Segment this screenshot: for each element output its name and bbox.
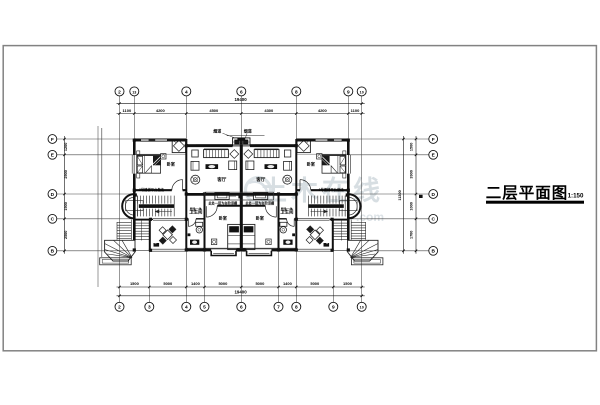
svg-text:13: 13 (132, 90, 136, 94)
svg-text:4500: 4500 (209, 108, 219, 113)
svg-text:1500: 1500 (343, 281, 353, 286)
svg-text:4: 4 (185, 305, 188, 311)
svg-text:D: D (51, 192, 55, 198)
svg-text:4300: 4300 (264, 108, 274, 113)
svg-text:盥洗一体: 盥洗一体 (190, 206, 203, 211)
svg-text:5: 5 (203, 305, 206, 311)
svg-text:6: 6 (240, 89, 243, 95)
svg-text:客厅: 客厅 (216, 176, 227, 183)
svg-text:6: 6 (240, 305, 243, 311)
svg-text:此处一层为台阶顶棚: 此处一层为台阶顶棚 (245, 200, 274, 205)
svg-text:9: 9 (332, 305, 335, 311)
svg-text:1900: 1900 (64, 202, 68, 210)
svg-text:1000: 1000 (410, 202, 414, 210)
svg-text:5000: 5000 (163, 281, 173, 286)
svg-text:4: 4 (185, 89, 188, 95)
svg-text:二层平面图: 二层平面图 (486, 184, 569, 202)
svg-text:1500: 1500 (130, 281, 140, 286)
svg-text:此处一层为台阶顶棚: 此处一层为台阶顶棚 (208, 200, 237, 205)
svg-text:1400: 1400 (283, 281, 293, 286)
svg-text:1400: 1400 (191, 281, 201, 286)
svg-text:2: 2 (118, 89, 121, 95)
svg-text:5000: 5000 (218, 281, 228, 286)
svg-text:烟道: 烟道 (213, 128, 221, 134)
svg-text:4200: 4200 (156, 108, 166, 113)
svg-text:盥洗一体: 盥洗一体 (281, 206, 294, 211)
svg-text:1500: 1500 (410, 143, 414, 151)
svg-text:F: F (432, 137, 435, 143)
svg-text:C: C (51, 217, 55, 223)
svg-text:3900: 3900 (410, 170, 414, 178)
svg-text:5000: 5000 (310, 281, 320, 286)
svg-text:卧室: 卧室 (307, 161, 316, 168)
svg-text:2500: 2500 (64, 231, 68, 239)
svg-text:2号楼梯平台做法: 2号楼梯平台做法 (139, 187, 165, 192)
svg-text:卫生间: 卫生间 (280, 208, 294, 215)
svg-text:2900: 2900 (64, 170, 68, 178)
svg-text:B: B (51, 249, 55, 255)
svg-text:7: 7 (277, 305, 280, 311)
svg-text:1100: 1100 (123, 108, 132, 113)
svg-text:2号楼梯平台做法: 2号楼梯平台做法 (319, 187, 345, 192)
svg-text:烟道: 烟道 (244, 128, 252, 134)
svg-text:1:150: 1:150 (568, 193, 584, 200)
svg-text:2: 2 (118, 305, 121, 311)
svg-text:1700: 1700 (410, 231, 414, 239)
svg-text:8: 8 (295, 89, 298, 95)
svg-text:10: 10 (360, 90, 364, 94)
svg-text:E: E (51, 153, 55, 159)
svg-text:卫生间: 卫生间 (189, 208, 203, 215)
svg-text:10: 10 (360, 306, 364, 310)
svg-text:11300: 11300 (398, 190, 402, 200)
svg-text:客厅: 客厅 (255, 176, 266, 183)
svg-text:卧室: 卧室 (219, 215, 228, 222)
svg-text:1100: 1100 (351, 108, 360, 113)
svg-text:1200: 1200 (64, 143, 68, 151)
svg-text:.com: .com (356, 210, 384, 224)
svg-text:4200: 4200 (318, 108, 328, 113)
svg-text:卧室: 卧室 (167, 161, 176, 168)
svg-text:8: 8 (295, 305, 298, 311)
svg-text:D: D (431, 192, 435, 198)
svg-text:3: 3 (148, 305, 151, 311)
svg-text:B: B (431, 249, 435, 255)
svg-text:19400: 19400 (234, 97, 247, 102)
svg-text:19400: 19400 (234, 289, 247, 294)
svg-text:卧室: 卧室 (256, 215, 265, 222)
svg-text:C: C (431, 217, 435, 223)
svg-text:5000: 5000 (255, 281, 265, 286)
svg-text:E: E (432, 153, 436, 159)
svg-text:F: F (51, 137, 54, 143)
svg-text:9: 9 (347, 89, 350, 95)
